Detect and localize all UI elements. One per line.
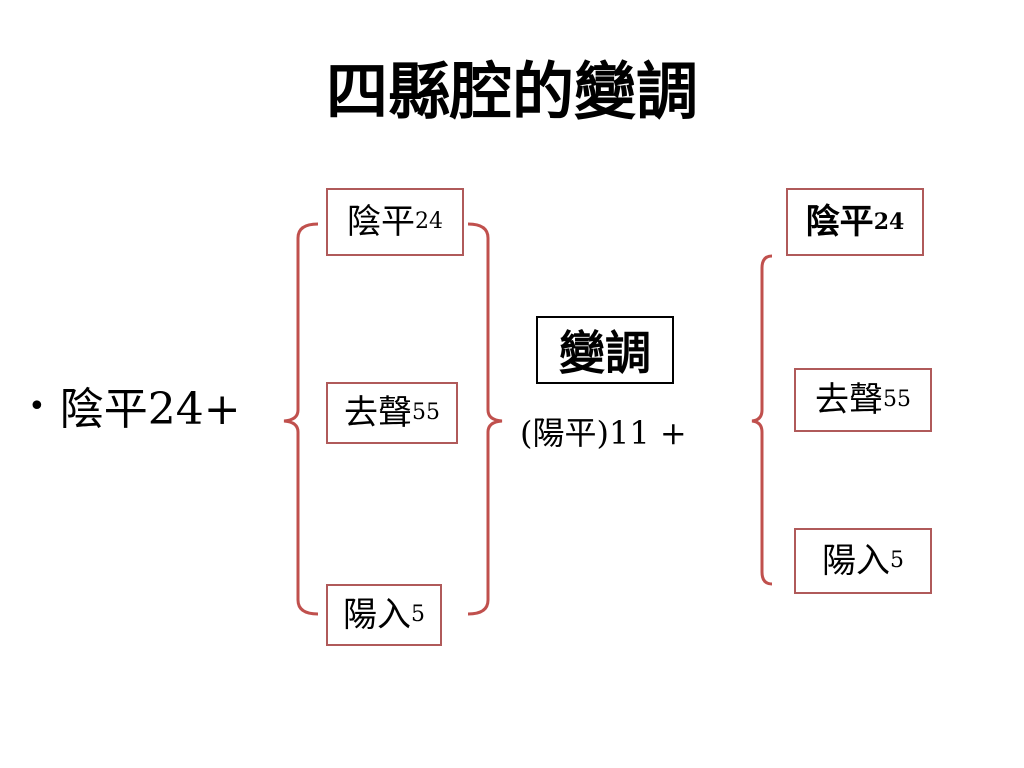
bullet-text: 陰平24+ [59, 384, 241, 435]
right-box-yangru-label: 陽入 [822, 541, 890, 581]
left-box-yinping-tone: 24 [415, 209, 443, 234]
right-box-yinping-tone: 24 [873, 209, 905, 235]
left-brace-right [467, 222, 503, 616]
left-box-yangru-label: 陽入 [343, 595, 411, 635]
left-box-qusheng-label: 去聲 [344, 393, 412, 433]
right-box-yangru-tone: 5 [890, 548, 904, 573]
right-box-qusheng-label: 去聲 [815, 380, 883, 420]
left-brace-left [283, 222, 319, 616]
slide-title: 四縣腔的變調 [325, 55, 698, 128]
right-brace [751, 254, 773, 586]
left-box-qusheng-tone: 55 [412, 400, 440, 425]
left-box-yinping-label: 陰平 [347, 202, 415, 242]
tone-sandhi-box: 變調 [536, 316, 674, 384]
bullet-item: •陰平24+ [28, 388, 241, 432]
right-box-yinping-label: 陰平 [805, 202, 874, 242]
left-box-yangru-tone: 5 [411, 602, 425, 627]
right-box-qusheng-tone: 55 [883, 387, 911, 412]
bullet-icon: • [28, 389, 46, 424]
sandhi-result: (陽平)11 + [520, 414, 687, 452]
